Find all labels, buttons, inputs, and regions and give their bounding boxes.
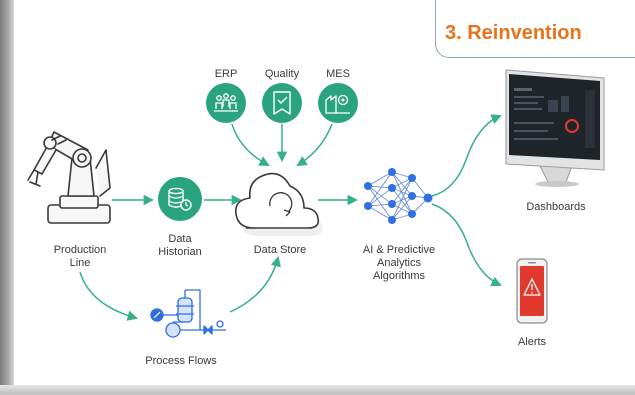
dashboards-label: Dashboards (526, 201, 586, 213)
arrow-ai-to-dashboards (431, 114, 502, 197)
neural-network-icon (364, 168, 433, 224)
arrow-production-to-processflows (79, 271, 139, 321)
erp-label: ERP (214, 68, 238, 80)
data-historian-label: Data Historian (158, 233, 202, 258)
data-store-label: Data Store (253, 244, 307, 256)
arrow-processflows-to-datastore (229, 255, 281, 313)
ai-analytics-label: AI & Predictive Analytics Algorithms (362, 244, 436, 282)
banner-title: 3. Reinvention (445, 22, 582, 44)
phone-icon (516, 258, 548, 324)
robot-arm-icon (27, 131, 111, 224)
connectors (79, 114, 502, 321)
process-flows-icon (150, 289, 226, 338)
arrow-mes-to-datastore (296, 123, 333, 167)
production-line-label: Production Line (53, 244, 107, 269)
reinvention-banner (435, 0, 635, 58)
quality-label: Quality (264, 68, 300, 80)
arrow-ai-to-alerts (431, 203, 502, 287)
mes-icon (318, 83, 358, 123)
monitor-icon (505, 69, 605, 187)
data-historian-icon (158, 177, 202, 221)
erp-icon (206, 83, 246, 123)
slide-frame-left (0, 0, 14, 395)
arrow-erp-to-datastore (231, 123, 270, 166)
mes-label: MES (326, 68, 350, 80)
slide-frame-bottom (0, 385, 635, 395)
quality-icon (262, 83, 302, 123)
cloud-icon (234, 172, 323, 236)
alerts-label: Alerts (517, 336, 547, 348)
process-flows-label: Process Flows (145, 355, 217, 367)
dashboard-screen-content (514, 88, 595, 148)
